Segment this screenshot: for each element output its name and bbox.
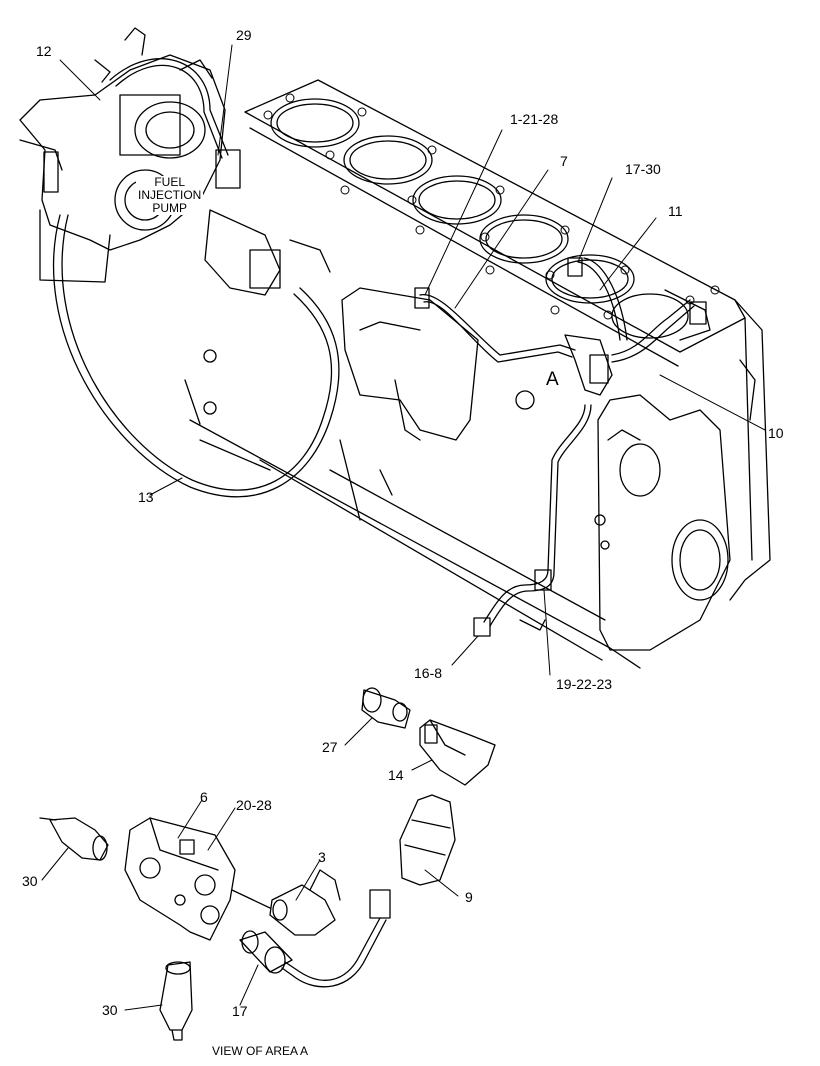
callout-13: 13 — [138, 489, 154, 505]
fuel-injection-pump-label: FUEL INJECTION PUMP — [136, 175, 204, 215]
pump-label-line2: INJECTION — [138, 188, 202, 202]
callout-10: 10 — [768, 425, 784, 441]
fuel-injection-pump — [19, 27, 331, 296]
view-caption: VIEW OF AREA A — [212, 1044, 309, 1058]
callout-30-bottom: 30 — [102, 1002, 118, 1018]
sensor-cluster-a — [564, 257, 711, 396]
callout-11: 11 — [668, 203, 683, 219]
fuel-line-7 — [414, 287, 576, 363]
pump-label-line3: PUMP — [152, 201, 187, 215]
callout-3: 3 — [318, 849, 326, 865]
leader-lines — [41, 44, 766, 1011]
fuel-line-13 — [52, 58, 340, 498]
callout-17: 17 — [232, 1003, 248, 1019]
callout-14: 14 — [388, 767, 404, 783]
callout-30-left: 30 — [22, 873, 38, 889]
exploded-view-area-a — [39, 687, 496, 1041]
callout-6: 6 — [200, 789, 208, 805]
callout-12: 12 — [36, 43, 52, 59]
drain-tube — [473, 404, 592, 637]
callout-16-8: 16-8 — [414, 665, 443, 681]
callout-1-21-28: 1-21-28 — [510, 111, 559, 127]
callout-19-22-23: 19-22-23 — [556, 676, 613, 692]
area-a-marker: A — [546, 369, 559, 390]
pump-label-line1: FUEL — [154, 175, 186, 189]
callout-7: 7 — [560, 153, 568, 169]
engine-block — [184, 79, 771, 669]
callout-29: 29 — [236, 27, 252, 43]
callout-9: 9 — [465, 889, 473, 905]
callout-20-28: 20-28 — [236, 797, 272, 813]
callout-17-30: 17-30 — [625, 161, 661, 177]
callout-27: 27 — [322, 739, 338, 755]
